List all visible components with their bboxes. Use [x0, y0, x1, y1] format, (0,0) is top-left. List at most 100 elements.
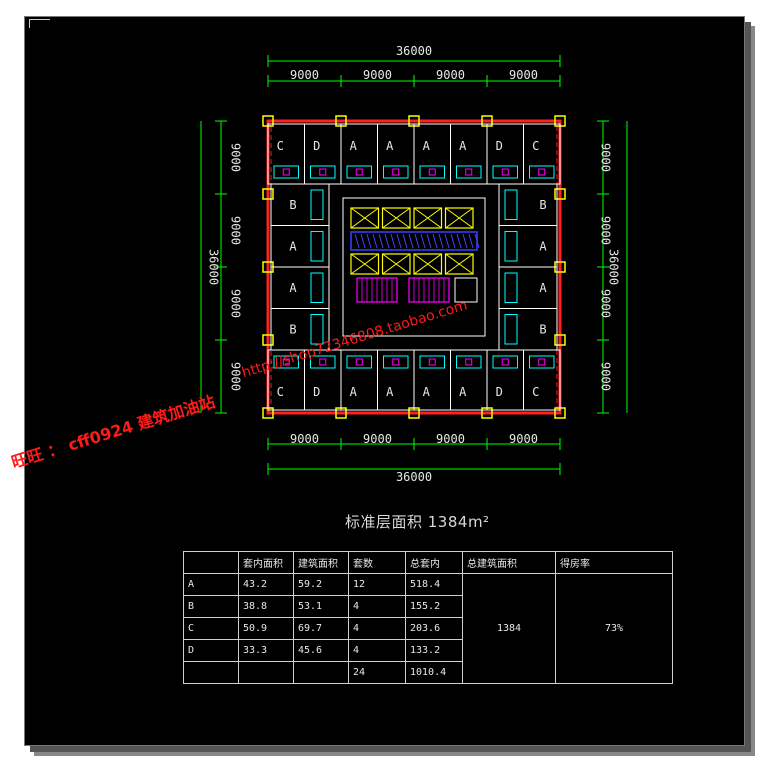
dim-text-bay: 9000 — [599, 362, 613, 391]
bathroom-fixture — [492, 355, 518, 369]
elevator-shaft — [444, 207, 474, 229]
table-cell: 1010.4 — [405, 661, 463, 684]
dim-text-bay: 9000 — [436, 432, 465, 446]
lobby-hatch — [372, 233, 378, 249]
bathroom-fixture — [456, 355, 482, 369]
unit-room — [270, 308, 330, 351]
unit-label: A — [386, 139, 394, 153]
floor-area-caption: 标准层面积 1384m² — [345, 513, 490, 531]
table-cell: D — [183, 639, 239, 662]
core-wall — [342, 197, 486, 337]
table-row: B 38.8 53.1 4 155.2 — [183, 595, 673, 618]
elevator-shaft — [350, 207, 380, 229]
table-cell: 69.7 — [293, 617, 349, 640]
table-cell: 38.8 — [238, 595, 294, 618]
fixture-detail — [355, 358, 363, 366]
bathroom-fixture — [346, 165, 372, 179]
unit-label: A — [423, 385, 431, 399]
core-room — [454, 277, 478, 303]
unit-label: D — [313, 139, 320, 153]
bathroom-fixture — [529, 355, 555, 369]
dim-text-bay: 9000 — [509, 68, 538, 82]
dimension-layer: 9000 9000 9000 9000 36000 9000 9000 9000 9000 360… — [200, 44, 628, 484]
table-cell: 50.9 — [238, 617, 294, 640]
lobby-hatch — [390, 233, 396, 249]
table-header-row: 套内面积 建筑面积 套数 总套内 总建筑面积 得房率 — [183, 551, 673, 574]
unit-label: B — [539, 322, 546, 336]
table-cell: 套数 — [348, 551, 406, 574]
bathroom-fixture — [310, 314, 324, 345]
table-cell: 59.2 — [293, 573, 349, 596]
dim-text-bay: 9000 — [363, 432, 392, 446]
elevator-cross — [350, 207, 379, 229]
elevator-shaft — [444, 253, 474, 275]
dim-text-overall: 36000 — [396, 44, 432, 58]
fixture-detail — [538, 358, 546, 366]
unit-label: B — [289, 322, 296, 336]
fixture-detail — [392, 168, 400, 176]
elevator-cross — [445, 207, 474, 229]
table-cell: 总套内 — [405, 551, 463, 574]
elevator-cross — [413, 207, 442, 229]
dim-text-overall: 36000 — [207, 249, 221, 285]
unit-label: A — [539, 281, 547, 295]
table-cell: 建筑面积 — [293, 551, 349, 574]
unit-label: A — [539, 239, 547, 253]
bathroom-fixture — [419, 165, 445, 179]
elevator-shaft — [381, 253, 411, 275]
elevator-lobby — [350, 231, 478, 251]
unit-label: B — [289, 198, 296, 212]
ratio-cell: 73% — [555, 573, 673, 684]
structural-column — [554, 188, 566, 200]
table-cell: A — [183, 573, 239, 596]
lobby-hatch — [456, 233, 462, 249]
dim-text-bay: 9000 — [290, 68, 319, 82]
unit-label: C — [532, 139, 539, 153]
bathroom-fixture — [273, 355, 299, 369]
bathroom-fixture — [273, 165, 299, 179]
lobby-hatch — [468, 233, 474, 249]
fixture-detail — [282, 168, 290, 176]
table-cell: 53.1 — [293, 595, 349, 618]
bathroom-fixture — [310, 231, 324, 262]
exterior-wall — [266, 119, 562, 415]
dim-text-bay: 9000 — [229, 216, 243, 245]
area-table: 套内面积 建筑面积 套数 总套内 总建筑面积 得房率 A 43.2 59.2 1… — [183, 551, 673, 684]
fixture-detail — [319, 168, 327, 176]
table-cell — [183, 661, 239, 684]
unit-label: A — [289, 281, 297, 295]
elevator-cross — [445, 253, 474, 275]
lobby-hatch — [414, 233, 420, 249]
bathroom-fixture — [504, 189, 518, 220]
fixture-detail — [501, 358, 509, 366]
unit-label: A — [386, 385, 394, 399]
bathroom-fixture — [310, 165, 336, 179]
table-cell: B — [183, 595, 239, 618]
elevator-shaft — [413, 207, 443, 229]
table-cell: 总建筑面积 — [462, 551, 556, 574]
lobby-hatch — [438, 233, 444, 249]
elevator-shaft — [350, 253, 380, 275]
bathroom-fixture — [419, 355, 445, 369]
table-cell — [238, 661, 294, 684]
bathroom-fixture — [504, 272, 518, 303]
structural-column — [262, 334, 274, 346]
bathroom-fixture — [529, 165, 555, 179]
dim-text-bay: 9000 — [436, 68, 465, 82]
plan-layer — [262, 115, 566, 419]
fixture-detail — [465, 358, 473, 366]
lobby-hatch — [360, 233, 366, 249]
table-cell: 133.2 — [405, 639, 463, 662]
table-row: D 33.3 45.6 4 133.2 — [183, 639, 673, 662]
structural-column — [262, 188, 274, 200]
unit-label: A — [459, 385, 467, 399]
unit-label: A — [350, 139, 358, 153]
bathroom-fixture — [383, 355, 409, 369]
lobby-hatch — [426, 233, 432, 249]
dim-text-overall: 36000 — [396, 470, 432, 484]
lobby-hatch — [462, 233, 468, 249]
dim-text-bay: 9000 — [229, 362, 243, 391]
bathroom-fixture — [504, 314, 518, 345]
bathroom-fixture — [504, 231, 518, 262]
table-cell: 24 — [348, 661, 406, 684]
